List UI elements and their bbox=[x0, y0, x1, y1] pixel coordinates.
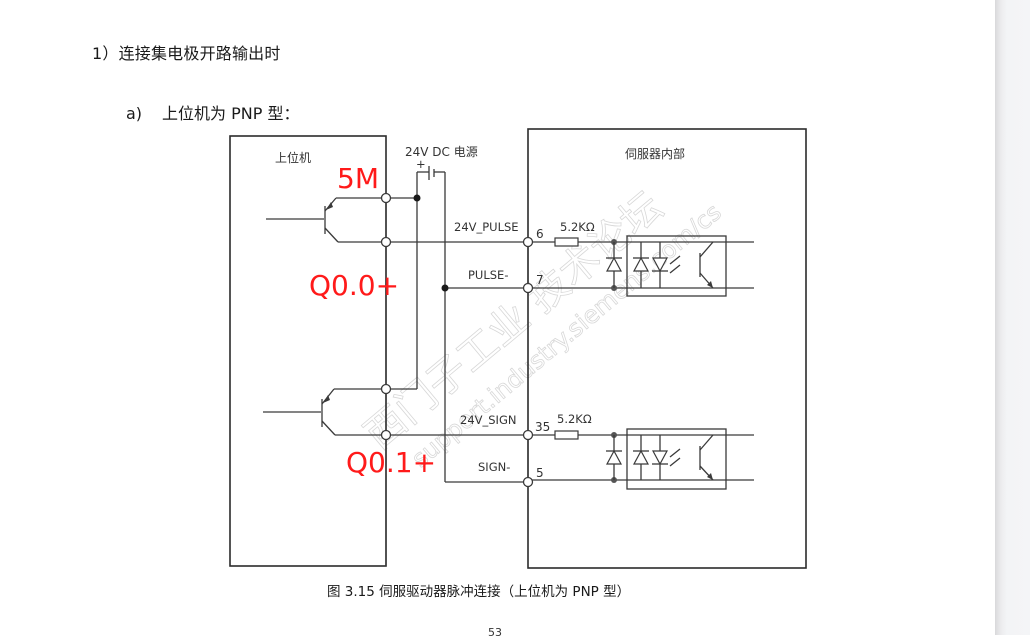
phototransistor-icon bbox=[699, 241, 714, 289]
battery-icon: + bbox=[416, 157, 446, 482]
servo-terminal bbox=[522, 236, 534, 248]
servo-box bbox=[527, 128, 807, 569]
junction-dot bbox=[441, 284, 449, 292]
annotation-common: 5M bbox=[337, 162, 379, 195]
document-page: 1）连接集电极开路输出时 a) 上位机为 PNP 型： 西门子工业 技术论坛 su… bbox=[92, 44, 807, 639]
battery-plus-sign: + bbox=[416, 157, 426, 171]
optocoupler-circuit-sign: 5.2KΩ bbox=[532, 412, 754, 490]
host-terminal bbox=[380, 429, 392, 441]
annotation-pulse-output: Q0.0+ bbox=[309, 269, 399, 302]
subsection-title: 上位机为 PNP 型： bbox=[162, 104, 300, 123]
scrollbar-track[interactable] bbox=[995, 0, 1030, 635]
host-terminal bbox=[380, 236, 392, 248]
junction-dot bbox=[413, 194, 421, 202]
diode-icon bbox=[605, 449, 623, 465]
optocoupler-box bbox=[626, 235, 727, 297]
host-terminal bbox=[380, 383, 392, 395]
servo-label: 伺服器内部 bbox=[625, 146, 685, 161]
servo-terminal bbox=[522, 282, 534, 294]
page-number: 53 bbox=[488, 626, 502, 639]
pin-number: 7 bbox=[536, 273, 544, 287]
wiring-diagram: 西门子工业 技术论坛 support.industry.siemens.com/… bbox=[229, 128, 807, 569]
diode-icon bbox=[632, 256, 650, 272]
led-icon bbox=[651, 448, 681, 467]
pin-number: 35 bbox=[535, 420, 550, 434]
led-icon bbox=[651, 255, 681, 274]
watermark: 西门子工业 技术论坛 support.industry.siemens.com/… bbox=[356, 183, 727, 473]
resistor-value: 5.2KΩ bbox=[560, 220, 595, 234]
phototransistor-icon bbox=[699, 434, 714, 481]
servo-terminal bbox=[522, 476, 534, 488]
pnp-transistor-icon bbox=[266, 197, 386, 243]
figure-caption: 图 3.15 伺服驱动器脉冲连接（上位机为 PNP 型） bbox=[327, 584, 631, 600]
host-box bbox=[229, 135, 387, 567]
section-heading: 1）连接集电极开路输出时 bbox=[92, 44, 281, 63]
diode-icon bbox=[632, 449, 650, 465]
annotation-sign-output: Q0.1+ bbox=[346, 446, 436, 479]
diode-icon bbox=[605, 256, 623, 272]
signal-label: 24V_PULSE bbox=[454, 220, 519, 234]
optocoupler-circuit-pulse: 5.2KΩ bbox=[532, 220, 754, 297]
signal-label: SIGN- bbox=[478, 460, 510, 474]
optocoupler-box bbox=[626, 428, 727, 490]
pin-number: 5 bbox=[536, 466, 544, 480]
signal-label: 24V_SIGN bbox=[460, 413, 516, 427]
subsection-heading: a) 上位机为 PNP 型： bbox=[126, 100, 299, 124]
pnp-transistor-icon bbox=[263, 388, 386, 436]
resistor-value: 5.2KΩ bbox=[557, 412, 592, 426]
servo-terminal bbox=[522, 429, 534, 441]
pin-number: 6 bbox=[536, 227, 544, 241]
resistor-icon bbox=[554, 430, 579, 440]
signal-label: PULSE- bbox=[468, 268, 508, 282]
power-label: 24V DC 电源 bbox=[405, 145, 478, 159]
host-label: 上位机 bbox=[275, 150, 311, 165]
resistor-icon bbox=[554, 237, 579, 247]
host-terminal bbox=[380, 192, 392, 204]
subsection-tag: a) bbox=[126, 104, 143, 123]
